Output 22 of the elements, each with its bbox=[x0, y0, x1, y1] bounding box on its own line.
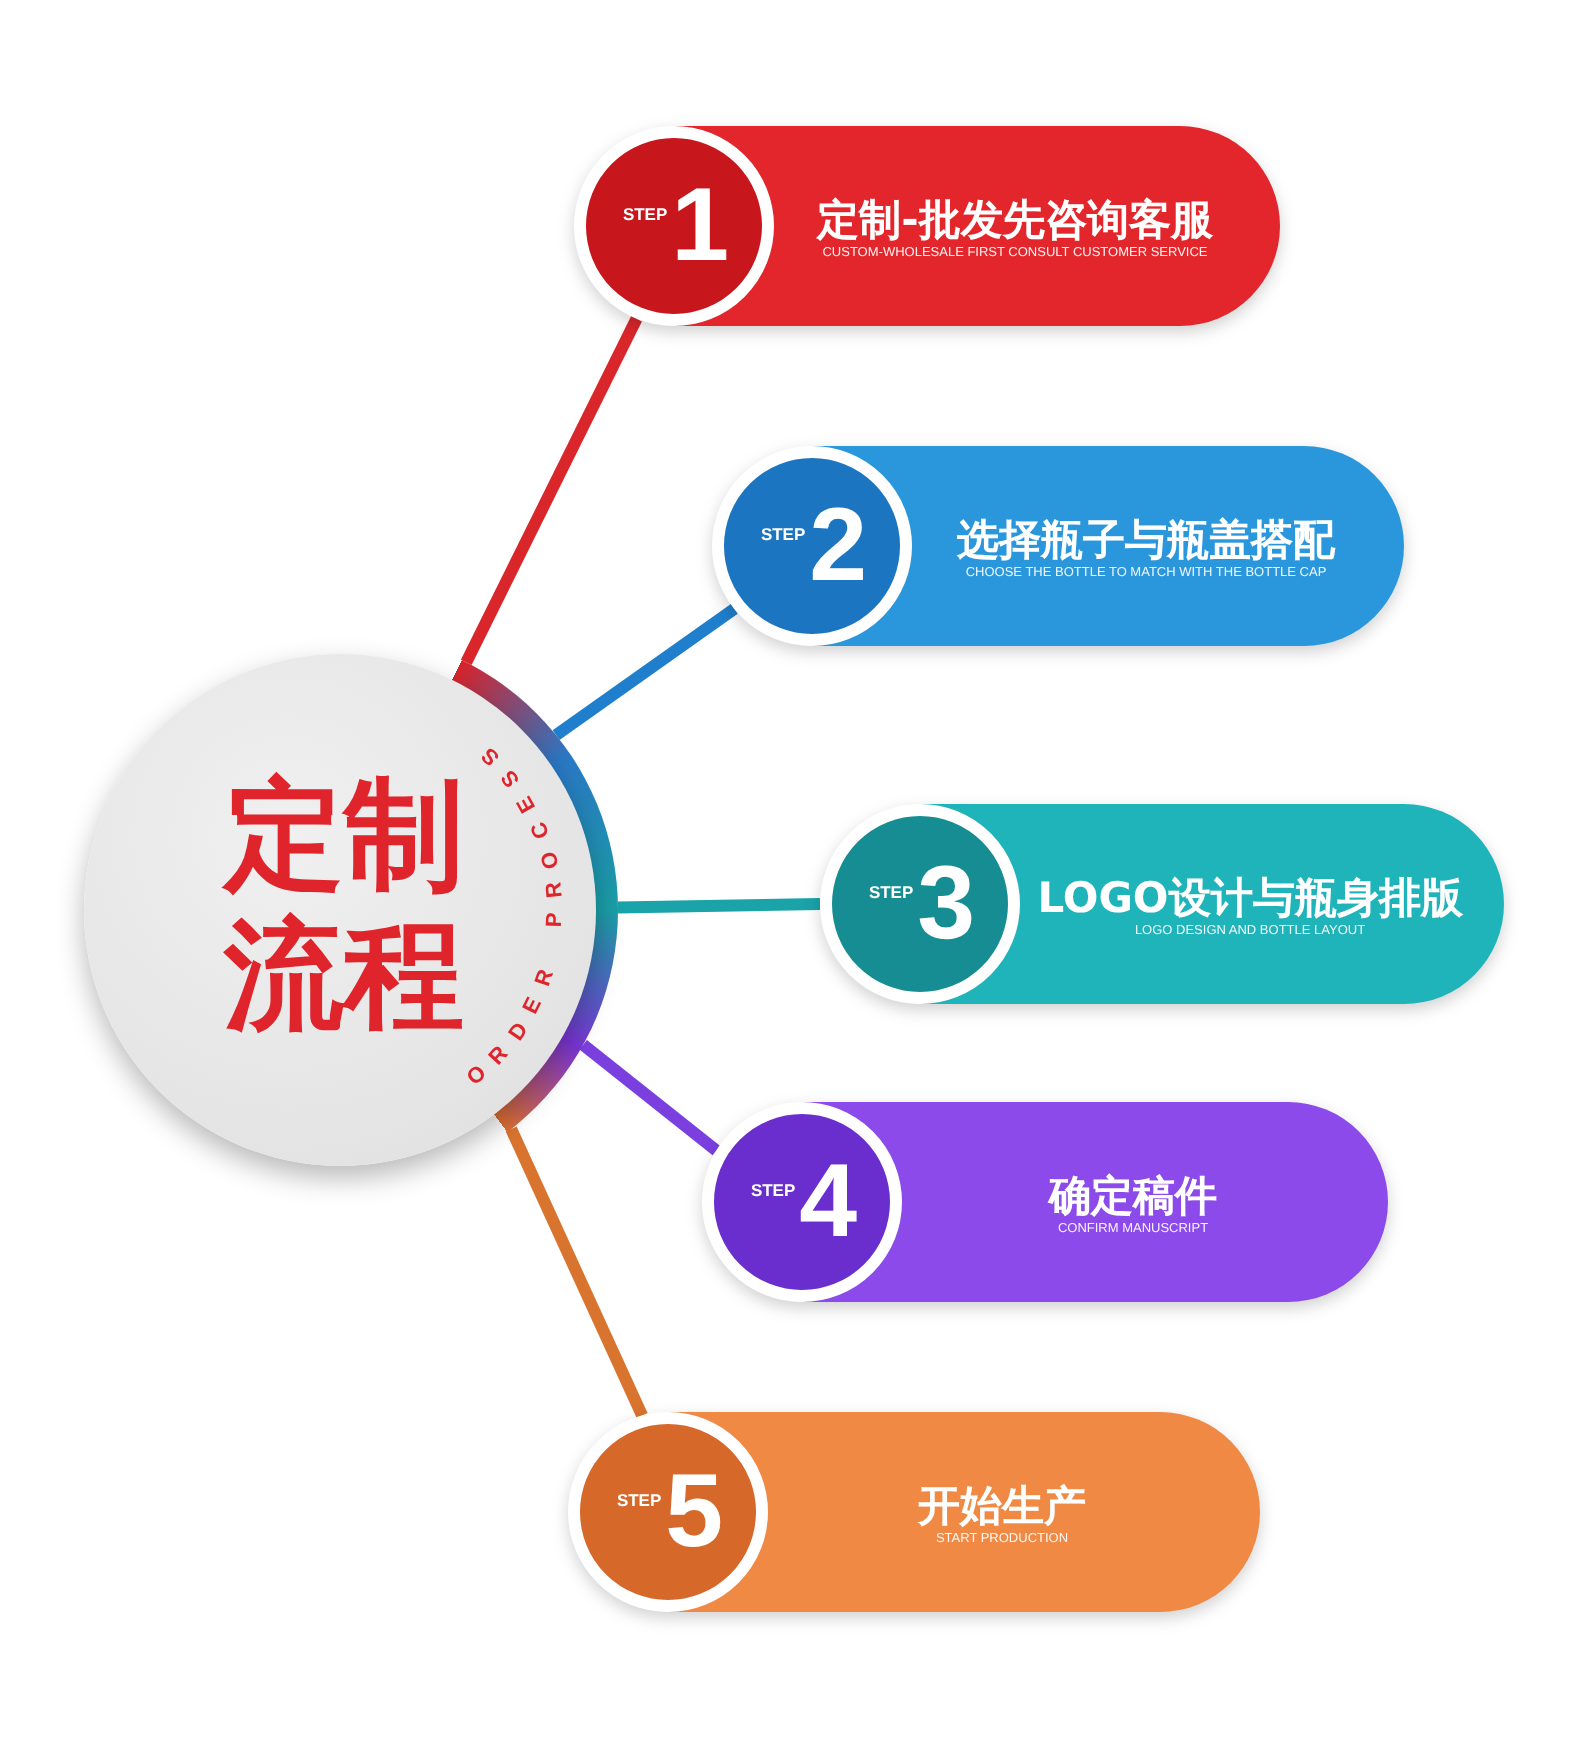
connector-line bbox=[460, 316, 642, 665]
step-title: 选择瓶子与瓶盖搭配 bbox=[957, 514, 1335, 566]
curved-caption: ORDER PROCESS bbox=[462, 741, 569, 1092]
connector-line bbox=[552, 604, 738, 740]
step-label: STEP bbox=[750, 1180, 796, 1200]
connector-line bbox=[617, 898, 821, 914]
step-number: 3 bbox=[917, 852, 976, 956]
step-label: STEP bbox=[622, 204, 668, 224]
step-title: 确定稿件 bbox=[1049, 1170, 1217, 1222]
step-number: 1 bbox=[671, 174, 730, 278]
step-title: 定制-批发先咨询客服 bbox=[817, 194, 1213, 246]
step-label: STEP bbox=[616, 1490, 662, 1510]
connector-line bbox=[579, 1040, 721, 1156]
circle-title: 定制流程 bbox=[224, 766, 466, 1046]
step-label: STEP bbox=[868, 882, 914, 902]
connector-line bbox=[505, 1126, 648, 1418]
step-title: LOGO设计与瓶身排版 bbox=[1037, 872, 1463, 924]
step-number: 5 bbox=[665, 1460, 724, 1564]
step-title: 开始生产 bbox=[918, 1480, 1086, 1532]
step-number: 2 bbox=[809, 494, 868, 598]
step-number: 4 bbox=[799, 1150, 858, 1254]
step-label: STEP bbox=[760, 524, 806, 544]
